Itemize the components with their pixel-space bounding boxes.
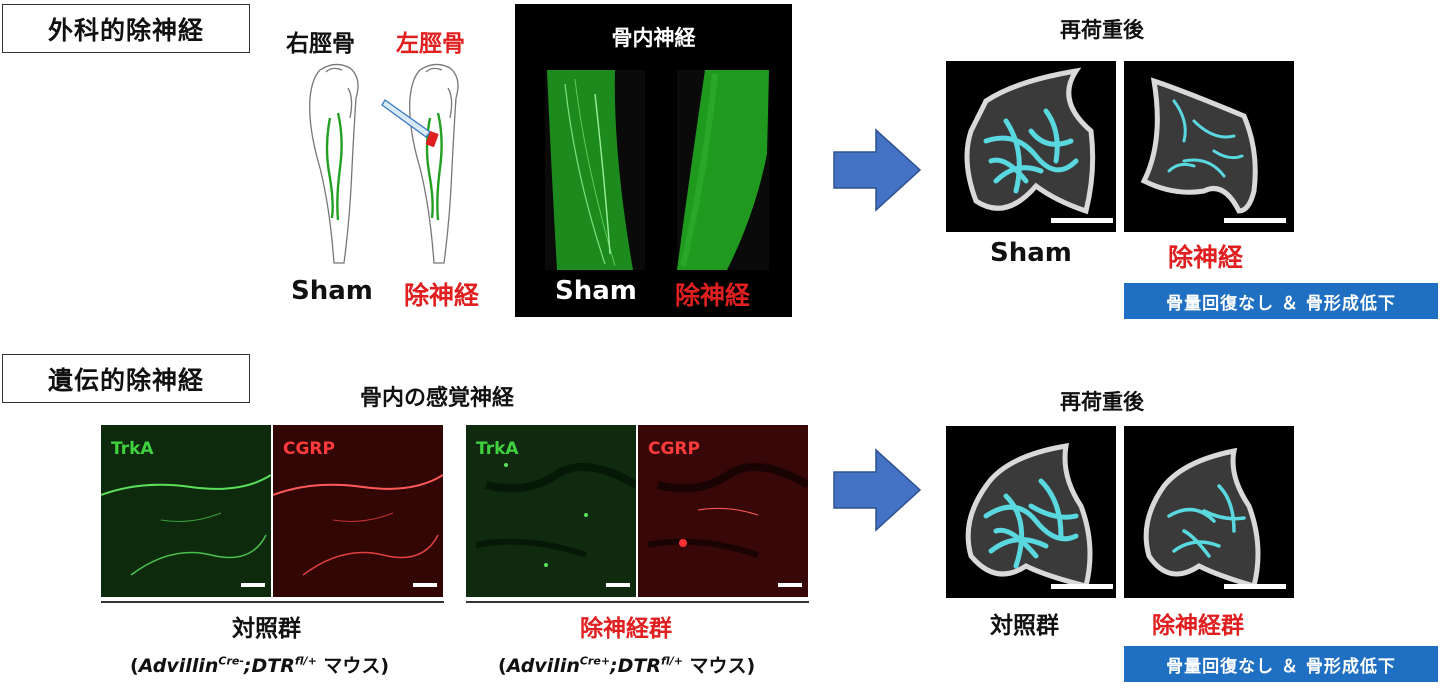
denervated-trka-image: TrkA (466, 425, 636, 597)
after-reloading-title-1: 再荷重後 (1060, 18, 1144, 42)
microct-denervated-image (1124, 426, 1294, 598)
result-banner-1: 骨量回復なし ＆ 骨形成低下 (1124, 283, 1438, 319)
left-tibia-label: 左脛骨 (396, 31, 465, 57)
denerv-genotype: (AdvilinCre+;DTRfl/+ マウス) (498, 654, 756, 677)
right-tibia-nerve (325, 112, 343, 221)
intraosseous-nerve-panel: 骨内神経 Sham 除神経 (515, 4, 792, 317)
microct-sham-image (946, 61, 1116, 232)
result-control-label: 対照群 (990, 613, 1059, 639)
right-arrow-icon (833, 128, 922, 212)
denerv-group-label: 除神経群 (580, 616, 672, 642)
left-tibia-drawing (409, 63, 459, 264)
control-group-label: 対照群 (232, 616, 301, 642)
panel-denervation-label: 除神経 (675, 281, 751, 310)
denervated-divider (466, 601, 809, 603)
trka-label: TrkA (476, 439, 519, 459)
sham-nerve-image (545, 70, 645, 270)
control-trka-image: TrkA (101, 425, 271, 597)
tibia-illustration (309, 63, 459, 264)
panel-sham-label: Sham (555, 276, 637, 306)
sham-label: Sham (291, 276, 373, 306)
genetic-section-label: 遺伝的除神経 (2, 354, 250, 403)
denervated-nerve-image (677, 70, 769, 270)
cgrp-label: CGRP (283, 439, 335, 459)
control-divider (101, 601, 444, 603)
right-tibia-label: 右脛骨 (286, 31, 355, 57)
left-tibia-nerve (425, 112, 443, 221)
intraosseous-title: 骨内神経 (611, 26, 696, 50)
surgical-section-label: 外科的除神経 (2, 4, 250, 53)
denervated-cgrp-image: CGRP (638, 425, 808, 597)
result-denervation-label: 除神経 (1168, 243, 1244, 272)
control-cgrp-image: CGRP (273, 425, 443, 597)
sensory-nerve-title: 骨内の感覚神経 (360, 386, 515, 411)
right-arrow-icon (833, 448, 922, 532)
cgrp-label: CGRP (648, 439, 700, 459)
result-banner-2: 骨量回復なし ＆ 骨形成低下 (1124, 646, 1438, 682)
right-tibia-drawing (309, 63, 359, 264)
after-reloading-title-2: 再荷重後 (1060, 390, 1144, 414)
result-denerv-label: 除神経群 (1152, 613, 1244, 639)
result-sham-label: Sham (990, 238, 1072, 268)
scalpel-icon (381, 99, 439, 148)
microct-control-image (946, 426, 1116, 598)
intraosseous-nerve-images (545, 70, 769, 270)
denervation-label: 除神経 (404, 281, 480, 310)
trka-label: TrkA (111, 439, 154, 459)
microct-denervation-image (1124, 61, 1294, 232)
control-genotype: (AdvillinCre-;DTRfl/+ マウス) (130, 654, 390, 677)
